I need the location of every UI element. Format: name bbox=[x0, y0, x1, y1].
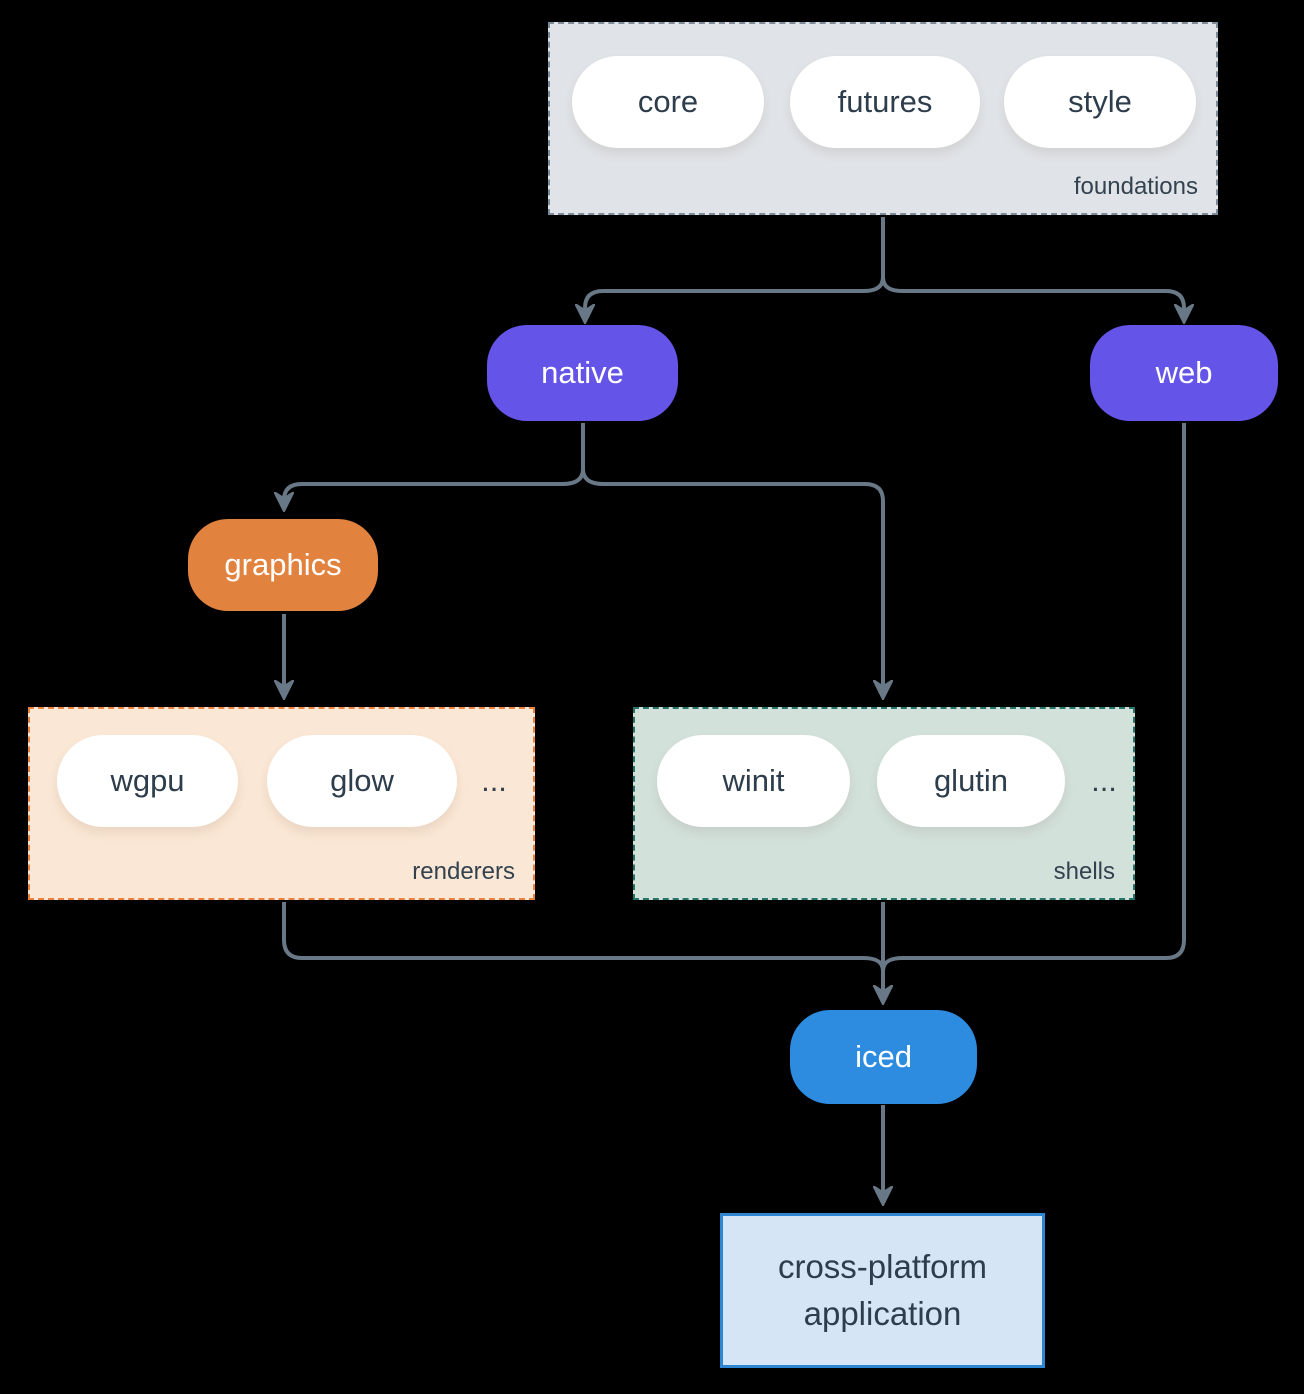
application-box: cross-platform application bbox=[720, 1213, 1045, 1368]
pill-glow: glow bbox=[267, 735, 457, 827]
edge-web-to-iced bbox=[881, 423, 1186, 972]
edge-native-to-shells bbox=[581, 468, 883, 693]
node-native: native bbox=[487, 325, 678, 421]
pill-glutin: glutin bbox=[877, 735, 1065, 827]
edge-foundations-to-web bbox=[881, 276, 1184, 317]
node-graphics: graphics bbox=[188, 519, 378, 611]
shells-more-ellipsis: ... bbox=[1091, 763, 1117, 798]
edge-native-to-graphics bbox=[284, 468, 585, 505]
edge-renderers-to-iced bbox=[282, 902, 885, 972]
group-shells: winit glutin ... shells bbox=[633, 707, 1135, 900]
node-iced: iced bbox=[790, 1010, 977, 1104]
pill-style: style bbox=[1004, 56, 1196, 148]
group-renderers: wgpu glow ... renderers bbox=[28, 707, 535, 900]
pill-futures: futures bbox=[790, 56, 980, 148]
group-label-shells: shells bbox=[1053, 858, 1115, 885]
edge-foundations-to-native bbox=[585, 276, 885, 317]
pill-wgpu: wgpu bbox=[57, 735, 238, 827]
node-web: web bbox=[1090, 325, 1278, 421]
group-label-renderers: renderers bbox=[412, 858, 515, 885]
pill-core: core bbox=[572, 56, 764, 148]
group-foundations: core futures style foundations bbox=[548, 22, 1218, 215]
application-label: cross-platform application bbox=[777, 1247, 988, 1332]
renderers-more-ellipsis: ... bbox=[481, 763, 507, 798]
pill-winit: winit bbox=[657, 735, 850, 827]
group-label-foundations: foundations bbox=[1073, 173, 1198, 200]
